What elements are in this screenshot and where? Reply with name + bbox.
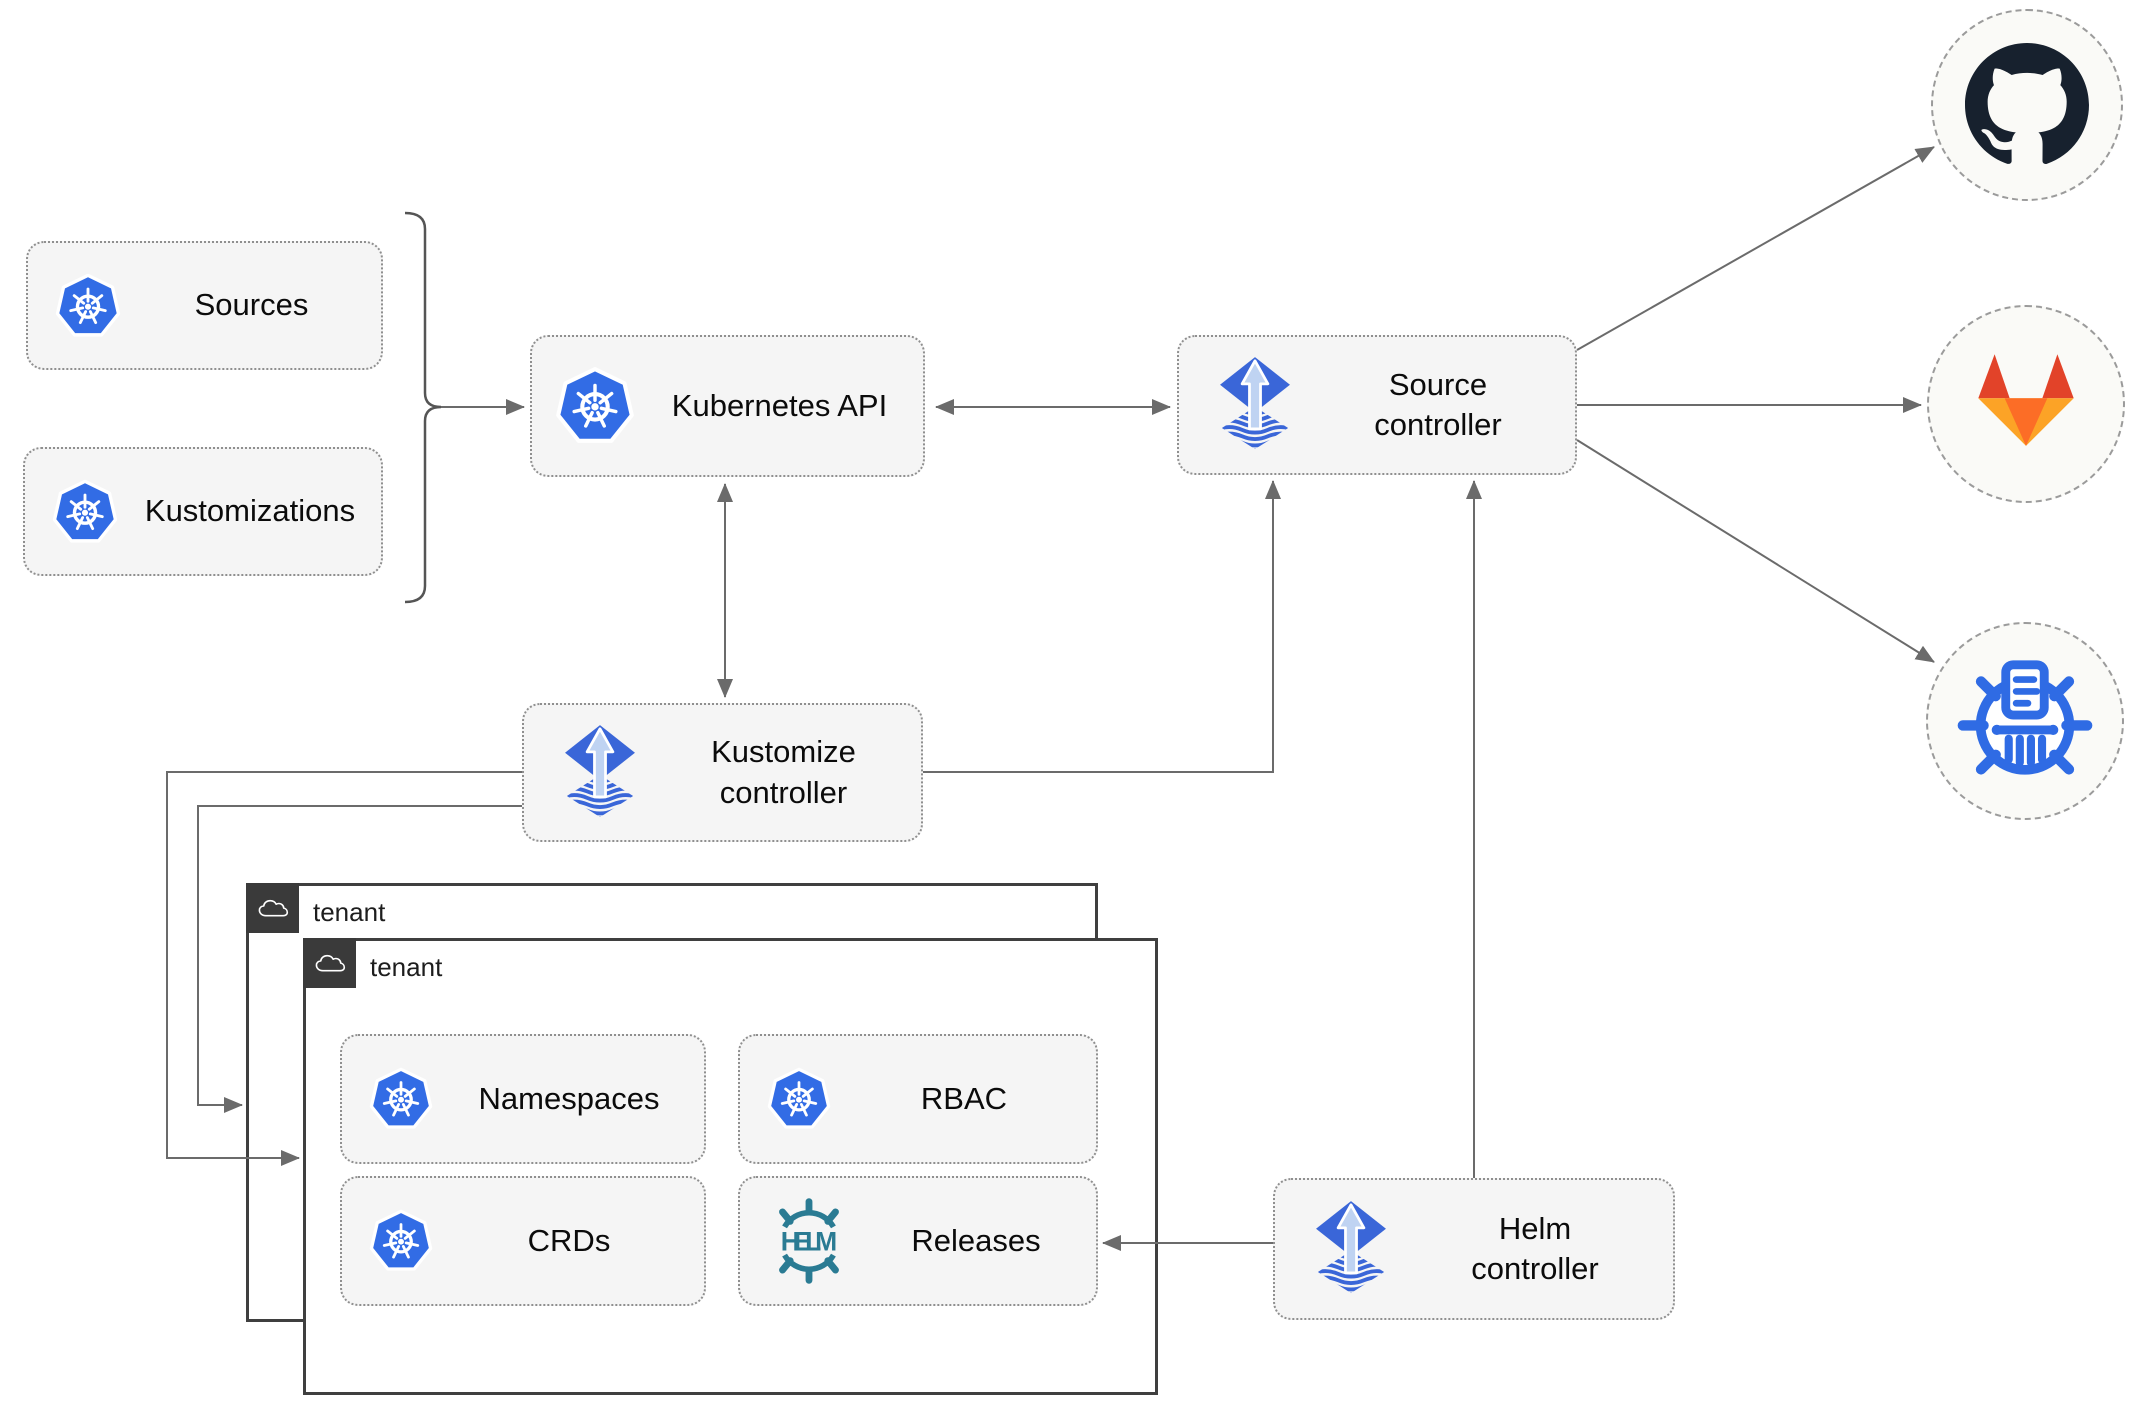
node-source-controller: Source controller: [1177, 335, 1577, 475]
flux-icon: [1209, 355, 1301, 455]
node-label: RBAC: [920, 1080, 1008, 1116]
node-releases: HELM Releases: [738, 1176, 1098, 1306]
helm-icon: HELM: [779, 1198, 839, 1284]
helm-logo-text: HELM: [781, 1226, 837, 1256]
node-label: Releases: [911, 1222, 1041, 1258]
tenant-label: tenant: [370, 952, 443, 982]
node-crds: CRDs: [340, 1176, 706, 1306]
kubernetes-icon: [766, 1066, 832, 1132]
kubernetes-icon: [51, 478, 119, 546]
tenant-tab: [246, 883, 299, 933]
node-kustomizations: Kustomizations: [23, 447, 383, 576]
node-kubernetes-api: Kubernetes API: [530, 335, 925, 477]
kubernetes-icon: [554, 365, 636, 447]
node-label: Kubernetes API: [671, 387, 888, 423]
node-kustomize-controller: Kustomize controller: [522, 703, 923, 842]
kubernetes-icon: [368, 1066, 434, 1132]
chartmuseum-icon: [1951, 647, 2099, 795]
external-chart-repository: [1926, 622, 2124, 820]
node-label: Kustomizations: [144, 493, 356, 529]
kubernetes-icon: [368, 1208, 434, 1274]
node-sources: Sources: [26, 241, 383, 370]
node-label: Helm controller: [1471, 1210, 1599, 1286]
cloud-icon: [312, 951, 348, 976]
node-label: Source controller: [1374, 366, 1502, 442]
edge-source-to-github: [1576, 146, 1935, 351]
kubernetes-icon: [54, 272, 122, 340]
tenant-tab: [303, 938, 356, 988]
node-label: Sources: [194, 287, 309, 323]
external-github: [1931, 9, 2123, 201]
node-label: Namespaces: [478, 1080, 660, 1116]
node-label: Kustomize controller: [711, 734, 856, 810]
tenant-group-inner: tenant: [303, 938, 1158, 1395]
gitlab-icon: [1963, 348, 2089, 461]
edge-kustomize-to-source: [923, 480, 1281, 773]
external-gitlab: [1927, 305, 2125, 503]
cloud-icon: [255, 896, 291, 921]
edge-source-to-chart-repository: [1576, 439, 1935, 663]
tenant-label: tenant: [313, 897, 386, 927]
flux-icon: [554, 723, 646, 823]
node-namespaces: Namespaces: [340, 1034, 706, 1164]
github-icon: [1965, 43, 2089, 167]
node-label: CRDs: [527, 1222, 611, 1258]
flux-icon: [1305, 1199, 1397, 1299]
edge-brace: [404, 211, 442, 604]
node-helm-controller: Helm controller: [1273, 1178, 1675, 1320]
node-rbac: RBAC: [738, 1034, 1098, 1164]
